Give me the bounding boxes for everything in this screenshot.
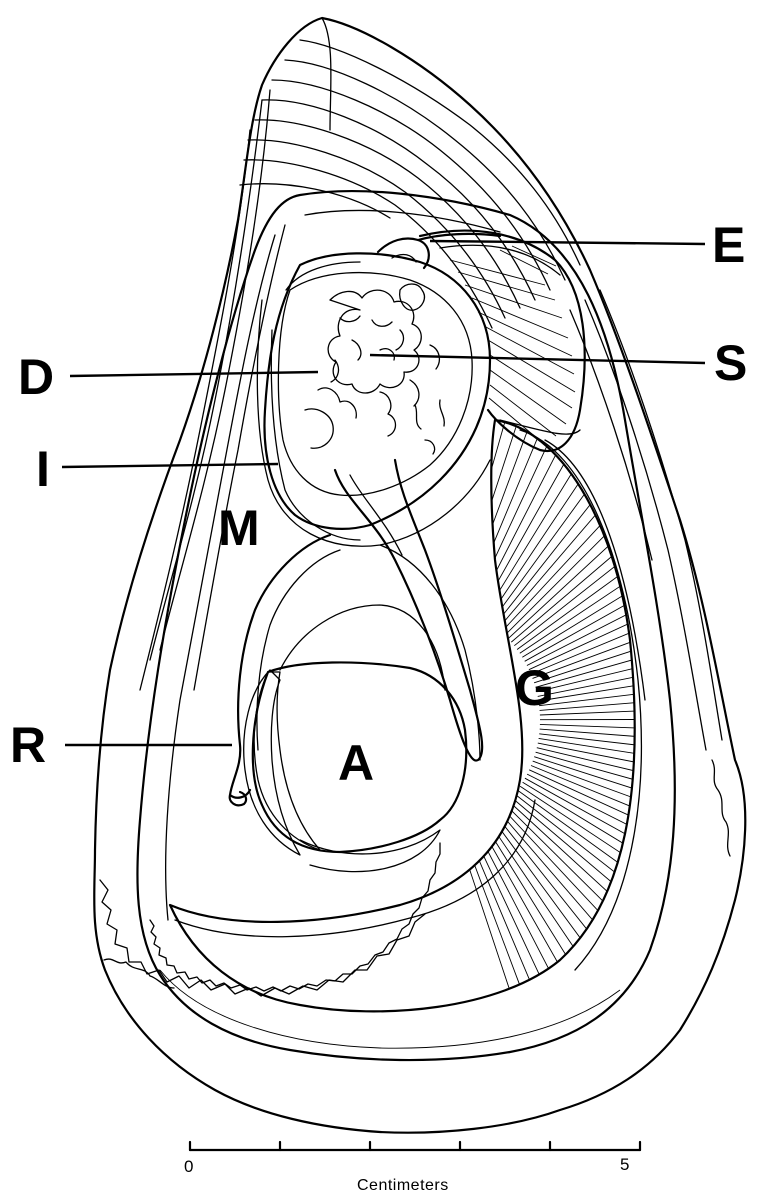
labial-palps: [420, 231, 585, 451]
label-I: I: [36, 441, 50, 497]
visceral-mass: [257, 253, 490, 546]
gill-striation: [491, 461, 609, 623]
outer-shell: [94, 18, 745, 1133]
gill-striation: [539, 738, 737, 769]
gill-striation: [522, 553, 693, 658]
label-R: R: [10, 717, 46, 773]
gill-striation: [539, 734, 738, 757]
gill-striation: [511, 512, 663, 642]
gill-striation: [515, 794, 673, 917]
scale-bar: 0 5 Centimeters: [184, 1142, 640, 1194]
leader-E: [430, 241, 705, 244]
gill-striation: [435, 402, 459, 601]
label-A: A: [338, 735, 374, 791]
gill-striation: [538, 743, 734, 781]
gill-striation: [540, 729, 739, 744]
label-D: D: [18, 349, 54, 405]
stomach: [278, 273, 472, 496]
gill-striation: [527, 774, 706, 864]
gill-striation: [491, 817, 609, 978]
leader-I: [62, 464, 278, 467]
gill-striation: [527, 575, 705, 666]
gill-striation: [529, 586, 711, 670]
label-M: M: [218, 500, 260, 556]
label-E: E: [712, 217, 745, 273]
gill-striation: [487, 454, 598, 620]
gill-striation: [512, 798, 665, 927]
scale-end-label: 5: [620, 1155, 629, 1174]
label-S: S: [714, 335, 747, 391]
gill-striation: [444, 406, 484, 602]
scale-start-label: 0: [184, 1157, 193, 1176]
gill-striation: [529, 770, 711, 853]
label-G: G: [515, 660, 554, 716]
gill-striation: [494, 469, 618, 626]
gill-striation: [509, 801, 657, 936]
gill-striation: [462, 420, 532, 608]
gill-striation: [495, 814, 620, 970]
gill-striation: [470, 430, 554, 611]
leader-D: [70, 372, 318, 376]
gill-striation: [498, 477, 628, 629]
gill-striation: [520, 786, 687, 896]
scale-caption: Centimeters: [357, 1177, 449, 1194]
gill-striation: [523, 782, 694, 886]
gill-striation: [453, 412, 508, 604]
gill-striation: [462, 832, 532, 1019]
rectum: [230, 670, 300, 855]
esophagus: [378, 234, 500, 268]
gill-striation: [517, 790, 679, 907]
gill-striation: [475, 827, 567, 1005]
gill-striation: [540, 724, 740, 731]
leader-S: [370, 355, 705, 363]
gill-striation: [479, 824, 578, 998]
